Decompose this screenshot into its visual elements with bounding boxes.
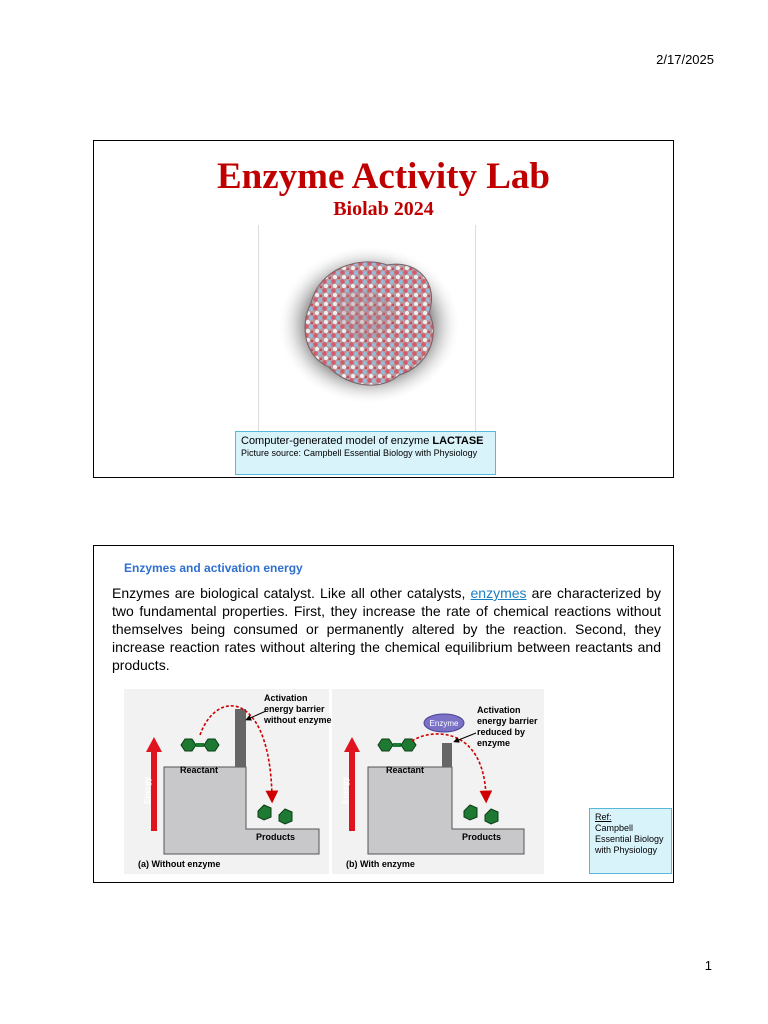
reference-label: Ref: <box>595 812 612 822</box>
enzymes-link[interactable]: enzymes <box>470 585 527 601</box>
reactant-label: Reactant <box>180 765 218 775</box>
energy-axis-label: Energy <box>143 776 152 804</box>
panel-without-enzyme: Energy Activation energy barrier without… <box>124 689 332 874</box>
reference-text: Campbell Essential Biology with Physiolo… <box>595 823 664 855</box>
barrier-annotation-line: energy barrier <box>264 704 325 714</box>
activation-energy-diagram: Energy Activation energy barrier without… <box>124 689 544 874</box>
slide-subtitle: Biolab 2024 <box>333 198 434 220</box>
panel-caption: (b) With enzyme <box>346 859 415 869</box>
enzyme-shape <box>423 713 465 733</box>
panel-caption: (a) Without enzyme <box>138 859 220 869</box>
barrier-annotation-line: energy barrier <box>477 716 538 726</box>
reactant-label: Reactant <box>386 765 424 775</box>
body-text-part: Enzymes are biological catalyst. Like al… <box>112 585 471 601</box>
panel-with-enzyme: Energy Enzyme Activation energy barrier … <box>332 689 544 874</box>
reduced-activation-barrier <box>442 743 452 767</box>
barrier-annotation-line: Activation <box>477 705 521 715</box>
products-label: Products <box>256 832 295 842</box>
enzyme-label: Enzyme <box>430 719 459 728</box>
products-label: Products <box>462 832 501 842</box>
activation-barrier <box>235 709 246 767</box>
slide-body-text: Enzymes are biological catalyst. Like al… <box>112 584 661 674</box>
slide-title: Enzyme Activity Lab <box>217 156 550 197</box>
slide-heading: Enzymes and activation energy <box>124 561 303 575</box>
title-slide: Enzyme Activity Lab Biolab 2024 <box>93 140 674 478</box>
reference-box: Ref: Campbell Essential Biology with Phy… <box>589 808 672 874</box>
image-caption: Computer-generated model of enzyme LACTA… <box>235 431 496 475</box>
energy-axis-arrow <box>344 737 360 831</box>
slide-date: 2/17/2025 <box>656 52 714 67</box>
page-number: 1 <box>704 958 712 973</box>
content-slide: Enzymes and activation energy Enzymes ar… <box>93 545 674 883</box>
barrier-annotation-line: reduced by <box>477 727 525 737</box>
barrier-annotation-line: Activation <box>264 693 308 703</box>
body-text-part: are characterized by two fundamental pro… <box>112 585 661 673</box>
caption-enzyme-name: LACTASE <box>432 435 484 447</box>
barrier-annotation-line: enzyme <box>477 738 510 748</box>
reaction-path-arrow <box>199 705 279 804</box>
energy-axis-arrow <box>146 737 162 831</box>
caption-source: Picture source: Campbell Essential Biolo… <box>241 448 478 458</box>
lactase-model-image <box>258 225 476 433</box>
energy-axis-label: Energy <box>341 776 350 804</box>
caption-text: Computer-generated model of enzyme <box>241 435 433 447</box>
barrier-annotation-line: without enzyme <box>263 715 332 725</box>
